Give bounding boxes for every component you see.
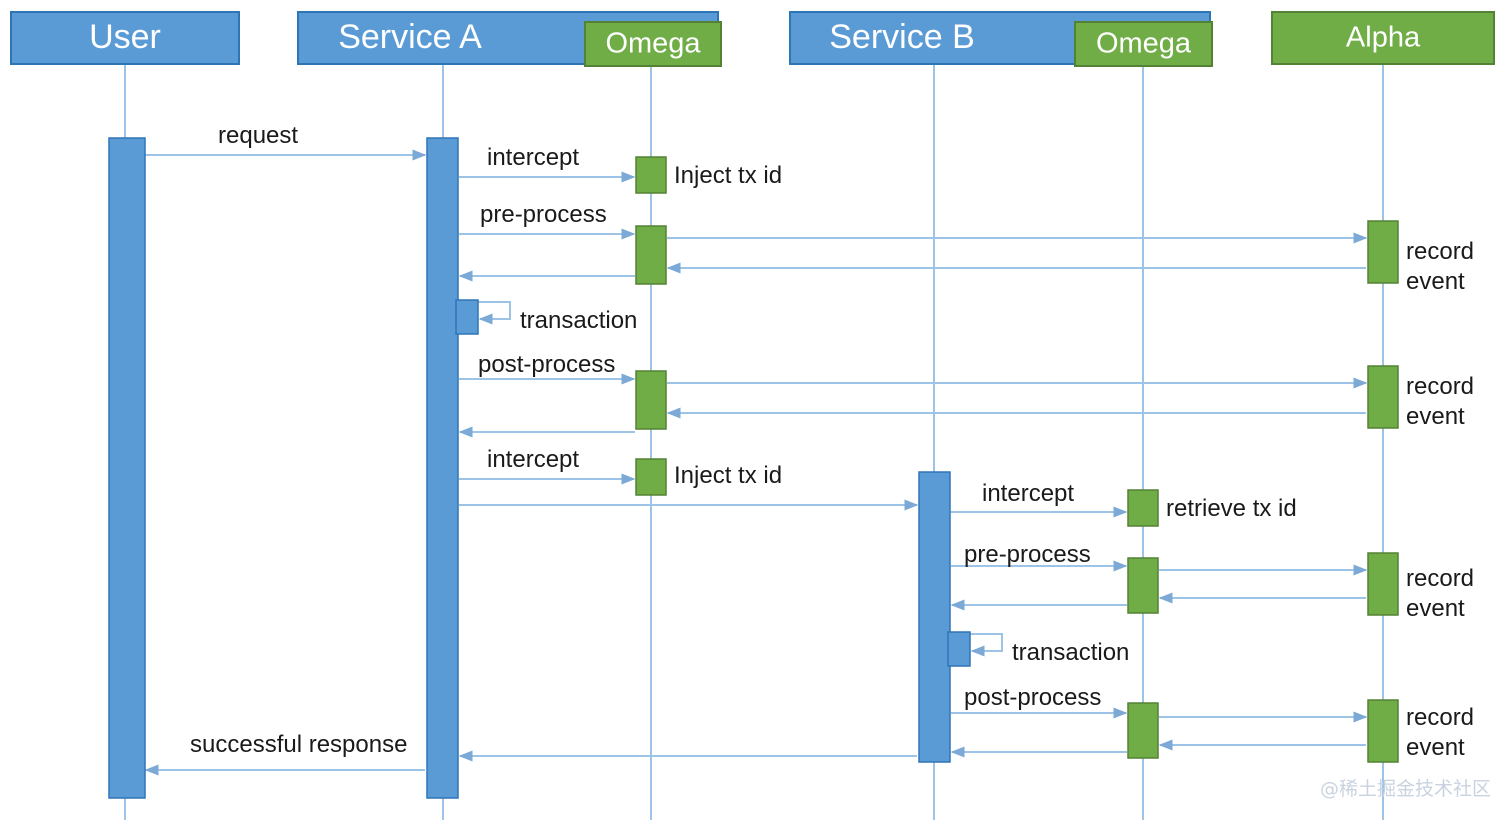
activation-bar-act-serviceb [918, 471, 951, 763]
note-note-retrieve: retrieve tx id [1166, 495, 1297, 522]
participant-box[interactable] [584, 21, 722, 67]
participant-box[interactable] [1271, 11, 1495, 65]
note-line: record [1406, 565, 1474, 592]
message-label: post-process [478, 351, 615, 378]
participant-box[interactable] [1074, 21, 1213, 67]
note-line: Inject tx id [674, 162, 782, 189]
note-line: event [1406, 268, 1465, 295]
message-label: intercept [487, 144, 579, 171]
note-note-record-3: record event [1406, 565, 1474, 622]
note-line: record [1406, 373, 1474, 400]
self-message-arrow [478, 301, 511, 325]
participant-label: Service B [829, 18, 975, 56]
note-line: retrieve tx id [1166, 495, 1297, 522]
participant-label: Omega [1096, 28, 1192, 60]
participant-header-omegaa[interactable]: Omega [584, 21, 722, 67]
participant-label: Service A [338, 18, 482, 56]
message-label: intercept [982, 480, 1074, 507]
note-line: event [1406, 734, 1465, 761]
messages-layer [144, 149, 1368, 776]
activation-bar-act-omegaa-3 [635, 370, 667, 430]
watermark-text: @稀土掘金技术社区 [1320, 778, 1491, 800]
participant-headers-layer: User Service A Omega Service B Omega Alpha [10, 11, 1495, 67]
activation-bar-act-user [108, 137, 146, 799]
activation-bar-act-servicea [426, 137, 459, 799]
message-label: pre-process [964, 541, 1091, 568]
note-line: event [1406, 403, 1465, 430]
activation-bar-act-omegab-1 [1127, 489, 1159, 527]
participant-label: Alpha [1346, 22, 1421, 54]
activation-bar-act-alpha-1 [1367, 220, 1399, 284]
message-label: intercept [487, 446, 579, 473]
activation-bar-act-tx-b [947, 631, 971, 667]
activation-bar-act-omegab-2 [1127, 557, 1159, 614]
self-message-self-tx-b [970, 633, 1003, 657]
participant-header-user[interactable]: User [10, 11, 240, 65]
note-note-record-4: record event [1406, 704, 1474, 761]
message-label: post-process [964, 684, 1101, 711]
note-note-record-1: record event [1406, 238, 1474, 295]
activation-bar-act-omegaa-2 [635, 225, 667, 285]
participant-label: Omega [605, 28, 701, 60]
self-message-arrow [970, 633, 1003, 657]
watermark-layer: @稀土掘金技术社区 [1320, 778, 1491, 800]
participant-header-omegab[interactable]: Omega [1074, 21, 1213, 67]
note-note-inject-1: Inject tx id [674, 162, 782, 189]
message-label: successful response [190, 731, 407, 758]
note-line: record [1406, 238, 1474, 265]
note-line: record [1406, 704, 1474, 731]
activations-layer [108, 137, 1399, 799]
message-label: pre-process [480, 201, 607, 228]
self-message-self-tx-a [478, 301, 511, 325]
activation-bar-act-omegaa-1 [635, 156, 667, 194]
activation-bar-act-tx-a [455, 299, 479, 335]
note-note-record-2: record event [1406, 373, 1474, 430]
self-message-label: transaction [520, 307, 637, 334]
activation-bar-act-omegab-3 [1127, 702, 1159, 759]
note-line: Inject tx id [674, 462, 782, 489]
activation-bar-act-alpha-2 [1367, 365, 1399, 429]
participant-box[interactable] [10, 11, 240, 65]
labels-layer: request intercept pre-process post-process i… [190, 122, 1474, 761]
note-line: event [1406, 595, 1465, 622]
activation-bar-act-alpha-3 [1367, 552, 1399, 616]
note-note-inject-2: Inject tx id [674, 462, 782, 489]
participant-label: User [89, 18, 161, 56]
activation-bar-act-omegaa-4 [635, 458, 667, 496]
message-label: request [218, 122, 298, 149]
participant-header-alpha[interactable]: Alpha [1271, 11, 1495, 65]
activation-bar-act-alpha-4 [1367, 699, 1399, 763]
self-message-label: transaction [1012, 639, 1129, 666]
